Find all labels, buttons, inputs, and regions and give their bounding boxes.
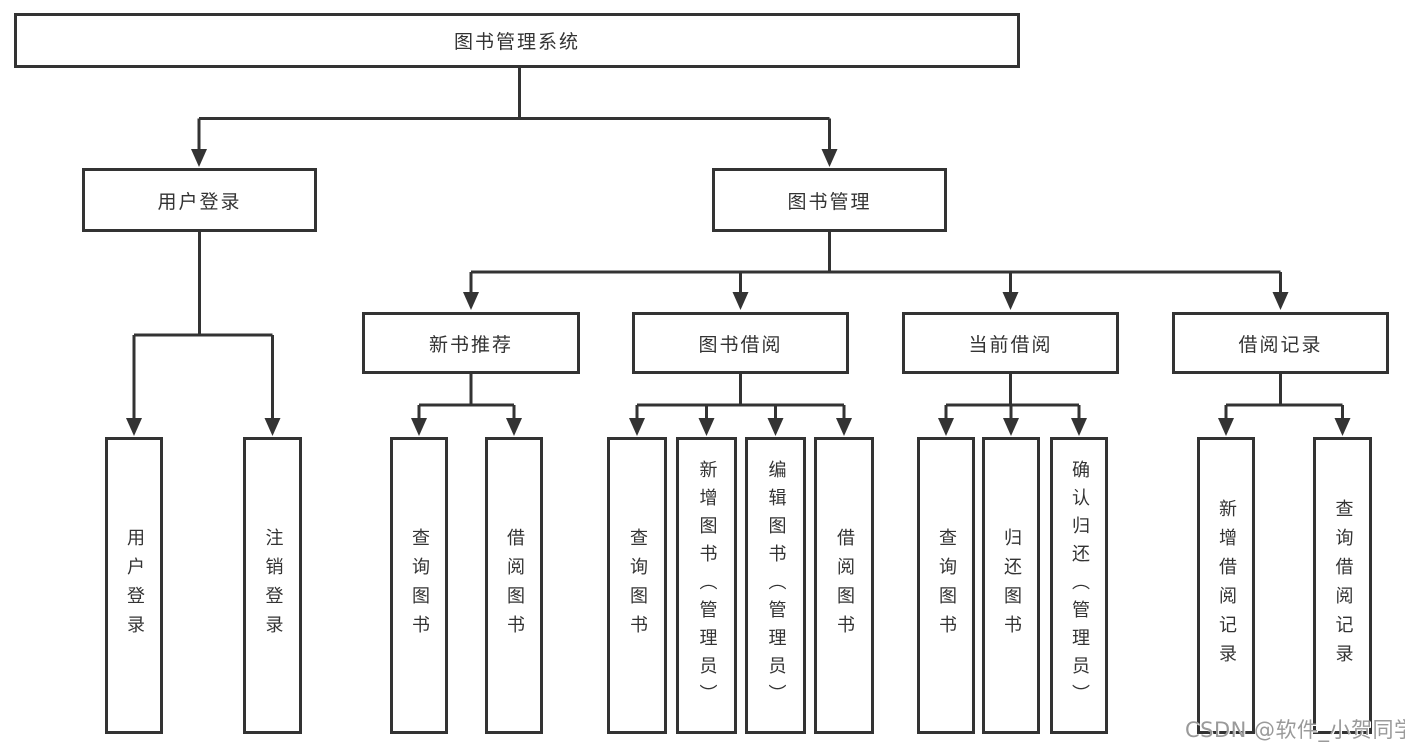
node-root-system: 图书管理系统	[14, 13, 1020, 68]
watermark: CSDN @软件_小贺同学	[1185, 718, 1405, 742]
leaf-current-query-books: 查询图书	[917, 437, 975, 734]
arrowheads	[126, 149, 1351, 436]
node-book-management: 图书管理	[712, 168, 947, 232]
leaf-edit-books-admin: 编辑图书（管理员）	[745, 437, 806, 734]
node-user-login: 用户登录	[82, 168, 317, 232]
leaf-confirm-return-admin: 确认归还（管理员）	[1050, 437, 1108, 734]
node-borrowing-records: 借阅记录	[1172, 312, 1389, 374]
leaf-query-borrow-record: 查询借阅记录	[1313, 437, 1372, 734]
node-current-borrowing: 当前借阅	[902, 312, 1119, 374]
leaf-return-books: 归还图书	[982, 437, 1040, 734]
leaf-borrow-query-books: 查询图书	[607, 437, 667, 734]
node-new-book-recommendation: 新书推荐	[362, 312, 580, 374]
leaf-logout: 注销登录	[243, 437, 302, 734]
leaf-add-books-admin: 新增图书（管理员）	[676, 437, 737, 734]
leaf-user-login: 用户登录	[105, 437, 163, 734]
leaf-add-borrow-record: 新增借阅记录	[1197, 437, 1255, 734]
node-book-borrowing: 图书借阅	[632, 312, 849, 374]
connector-path	[132, 68, 1344, 421]
leaf-borrow-books: 借阅图书	[814, 437, 874, 734]
leaf-recommend-borrow-books: 借阅图书	[485, 437, 543, 734]
leaf-recommend-query-books: 查询图书	[390, 437, 448, 734]
